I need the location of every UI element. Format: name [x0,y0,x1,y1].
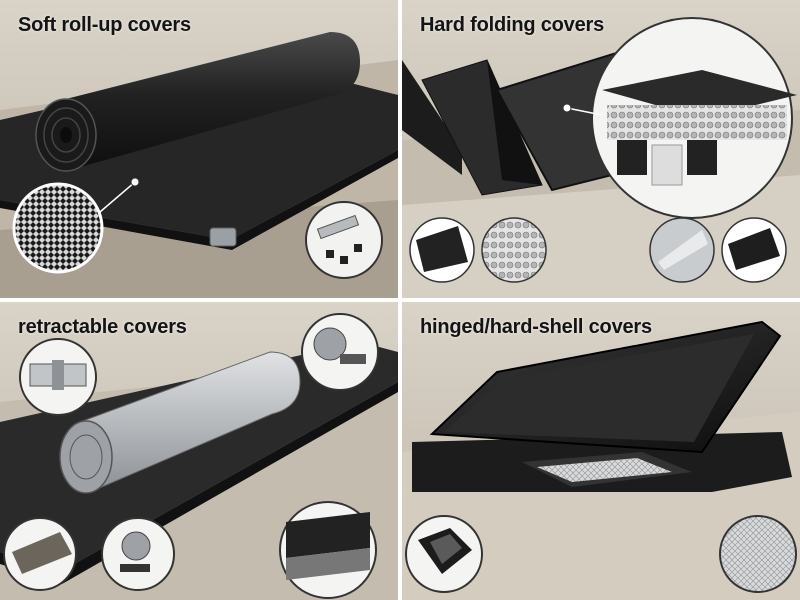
swatch-honeycomb [481,217,547,283]
honeycomb-core-inset [562,17,797,219]
edge-profile-inset [405,515,483,593]
panel-hinged-hard-shell: hinged/hard-shell covers [402,302,800,600]
soft-roll-up-illustration [0,32,398,298]
panel-title: Soft roll-up covers [18,14,191,36]
panel-title: Hard folding covers [420,14,605,36]
cover-track-bed [0,342,398,572]
panel-title: hinged/hard-shell covers [420,316,652,338]
weave-fabric-inset [12,177,140,274]
panel-retractable: retractable covers [0,302,398,600]
panel-title: retractable covers [18,316,187,338]
buckle-clip [209,227,237,247]
hinged-hard-shell-illustration [402,320,800,600]
aluminum-slat-roll [79,351,301,493]
panel-soft-roll-up: Soft roll-up covers [0,0,398,298]
material-swatch-row [409,217,787,283]
composite-core-section [522,452,692,487]
crank-inset [101,517,175,591]
hinge-inset [19,338,97,416]
retractable-illustration [0,313,398,600]
rail-hardware-inset [305,201,383,279]
folded-panel-1 [402,60,462,175]
rolled-cover [62,32,360,170]
fiberglass-texture-inset [719,515,797,593]
slat-profile-inset [3,517,77,591]
hard-folding-illustration [402,17,800,298]
cover-edge-inset [279,501,377,599]
panel-hard-folding: Hard folding covers [402,0,800,298]
motor-winch-inset [301,313,379,391]
